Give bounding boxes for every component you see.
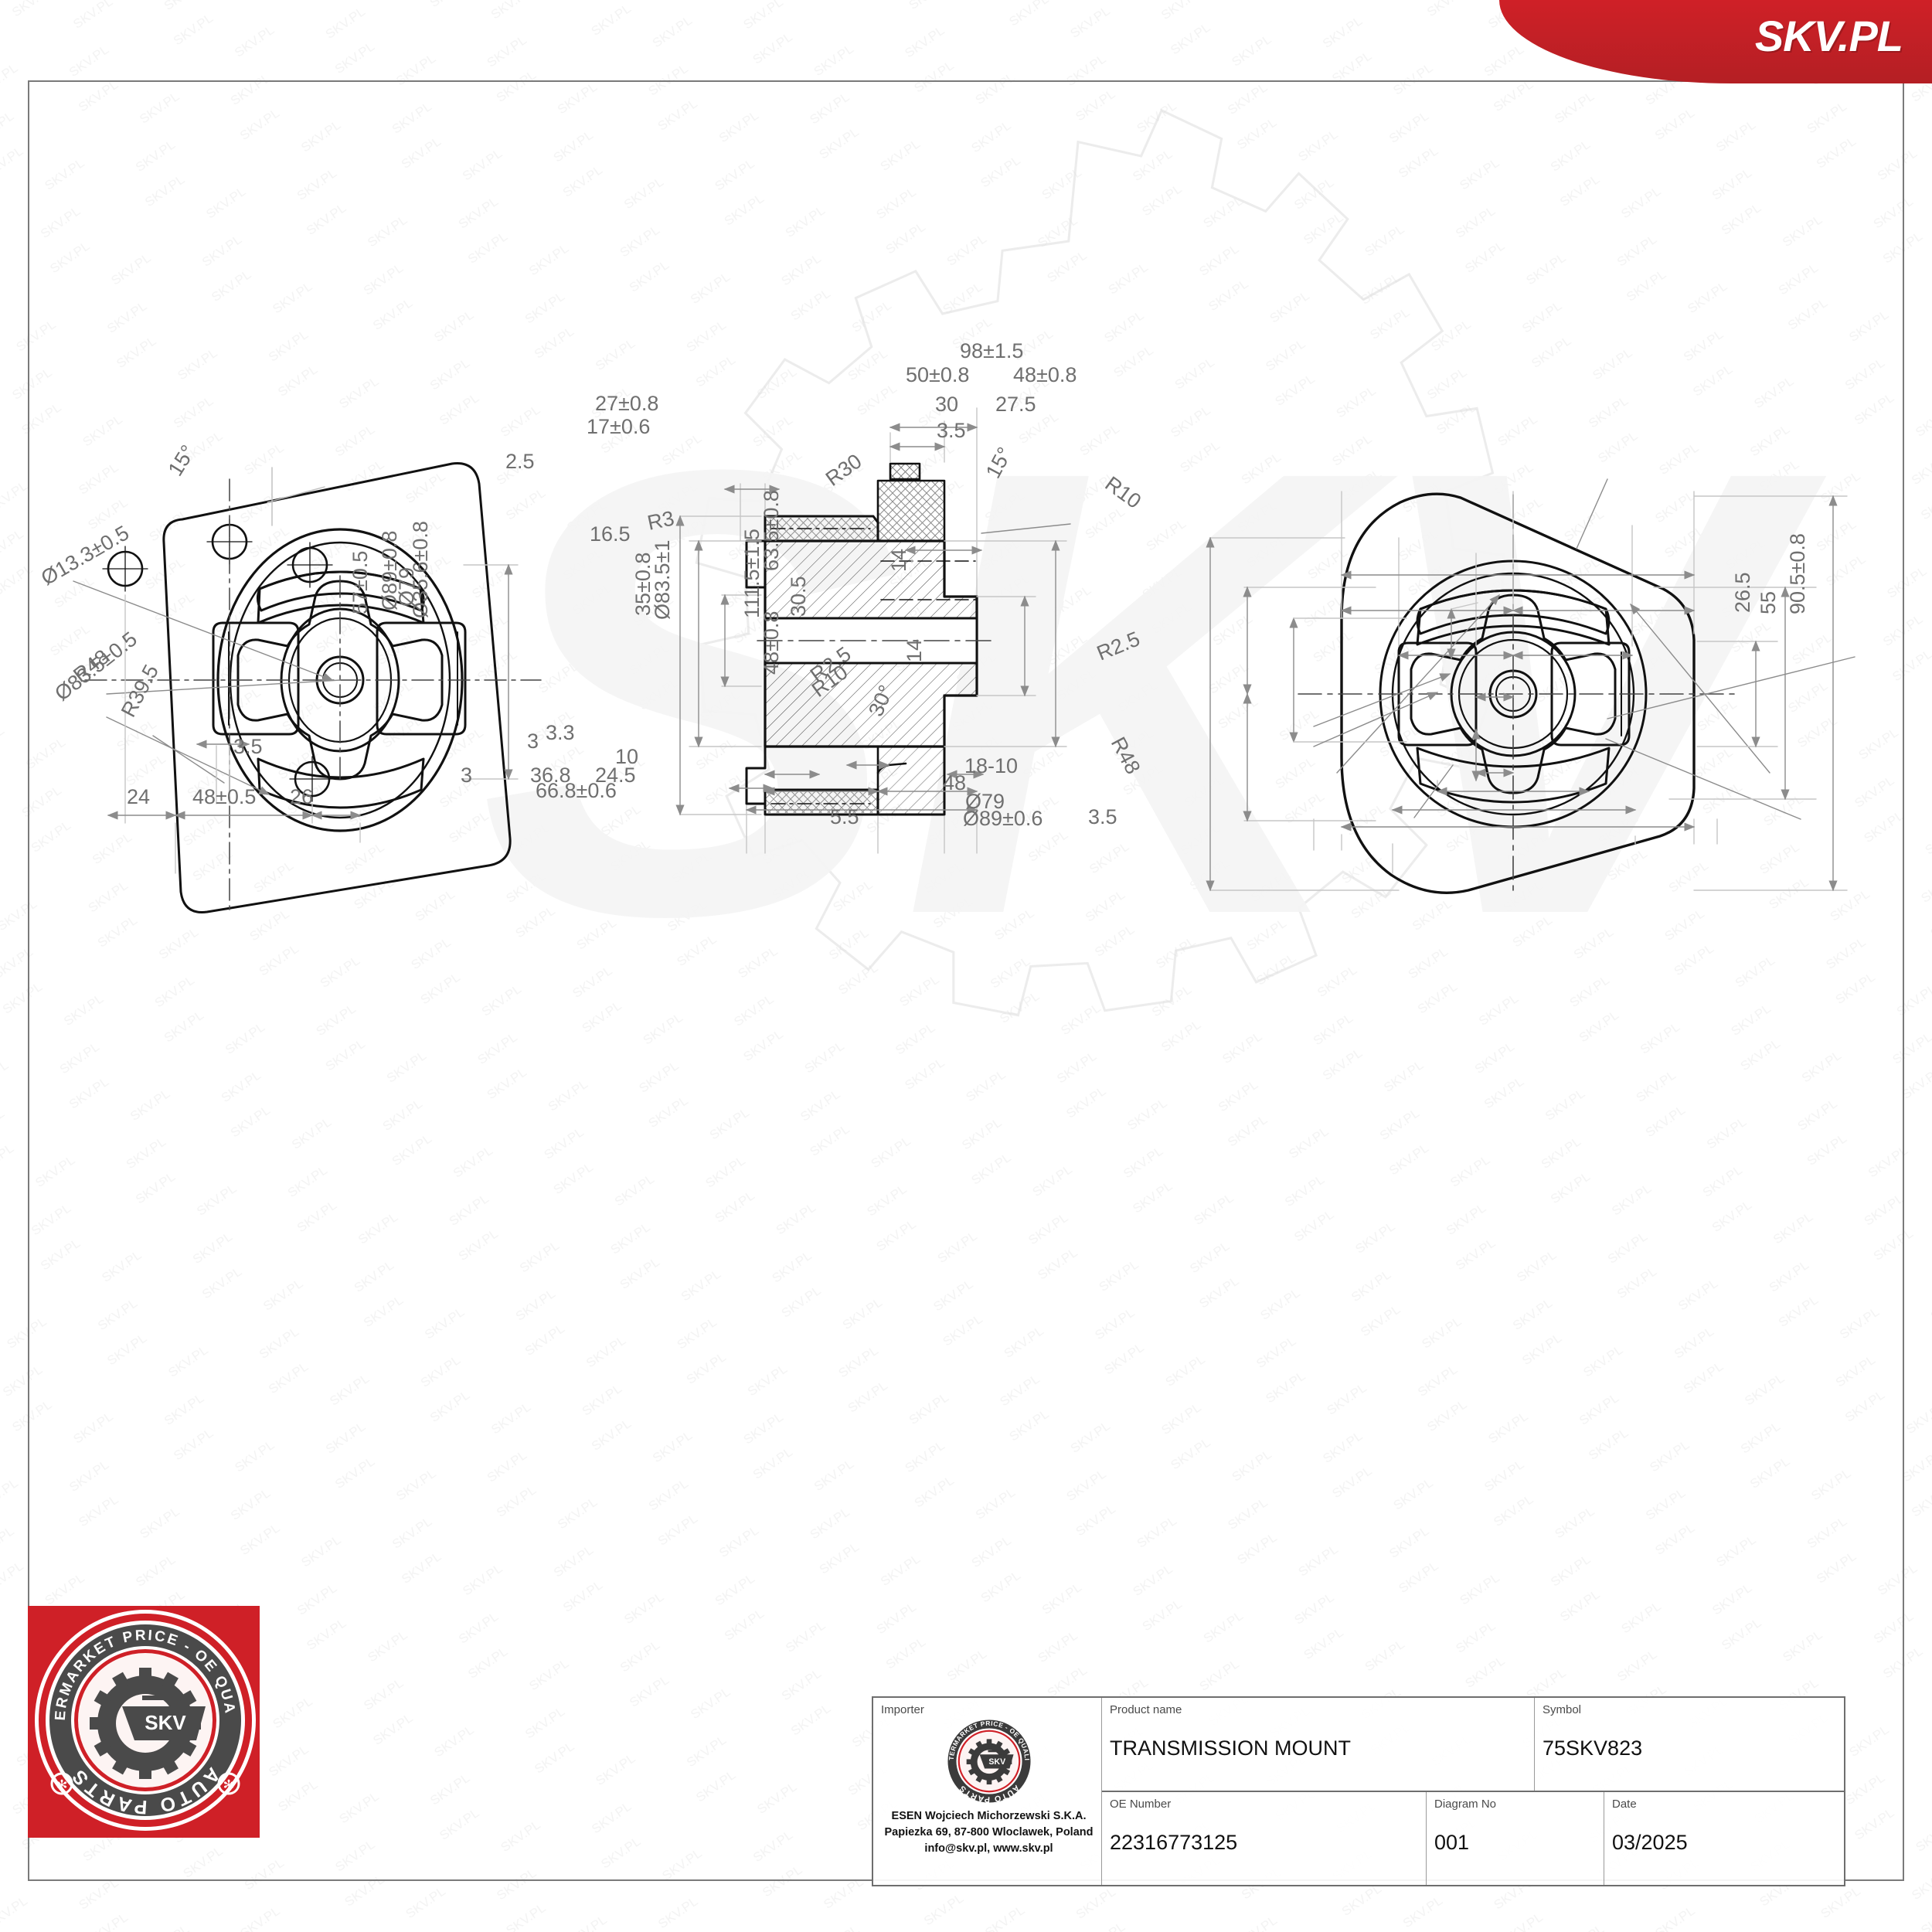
rear-view-dimension-label: Ø79 xyxy=(965,790,1005,813)
rear-view-dimension-label: 55 xyxy=(1757,591,1780,614)
title-block-importer-cell: Importer AFTERMARKET PRICE - OE QUALITY … xyxy=(873,1698,1102,1885)
title-block-fields: Product name TRANSMISSION MOUNT Symbol 7… xyxy=(1102,1698,1844,1885)
section-view-dimension-label: 16.5 xyxy=(590,522,631,546)
section-view-dimension-label: Ø83.5±1 xyxy=(651,540,674,620)
rear-view-dimensions xyxy=(1206,478,1855,892)
symbol-cell: Symbol 75SKV823 xyxy=(1535,1698,1844,1791)
rear-view-dimension-label: 50±0.8 xyxy=(906,363,969,386)
rear-view-dimension-label: 90.5±0.8 xyxy=(1786,533,1809,614)
rear-view-dimension-label: Ø89±0.6 xyxy=(963,807,1043,830)
section-view-dimension-label: R3 xyxy=(645,506,676,535)
symbol-label: Symbol xyxy=(1543,1703,1582,1716)
importer-name: ESEN Wojciech Michorzewski S.K.A. xyxy=(891,1809,1087,1822)
section-view-dimension-label: 2.5 xyxy=(505,450,535,473)
date-cell: Date 03/2025 xyxy=(1604,1792,1844,1885)
section-view-dimension-label: Ø89±0.8 xyxy=(378,531,401,611)
section-view-dimension-label: 10 xyxy=(615,745,638,768)
product-name-label: Product name xyxy=(1110,1703,1182,1716)
svg-text:SKV: SKV xyxy=(988,1757,1006,1767)
symbol-value: 75SKV823 xyxy=(1543,1736,1643,1760)
section-view-dimension-label: 17±0.6 xyxy=(587,415,650,438)
skv-quality-seal: AFTERMARKET PRICE - OE QUALITY AUTO PART… xyxy=(28,1606,260,1838)
front-view-dimensions xyxy=(73,467,519,874)
seal-graphic: AFTERMARKET PRICE - OE QUALITY AUTO PART… xyxy=(28,1606,256,1831)
front-view-dimension-label: 15° xyxy=(164,441,200,481)
rear-view-dimension-label: 98±1.5 xyxy=(960,339,1023,362)
section-view-dimensions xyxy=(675,407,1071,854)
skv-header-logo: SKV.PL xyxy=(1499,0,1932,83)
front-view-dimension-label: 3.5 xyxy=(233,735,263,758)
rear-view-dimension-label: 48±0.8 xyxy=(1013,363,1077,386)
rear-view-dimension-label: 48±0.8 xyxy=(760,611,783,675)
oe-number-label: OE Number xyxy=(1110,1798,1172,1811)
product-name-value: TRANSMISSION MOUNT xyxy=(1110,1736,1352,1760)
importer-contact: info@skv.pl, www.skv.pl xyxy=(924,1842,1053,1855)
rear-view-dimension-label: 30.5 xyxy=(787,576,810,617)
section-view-dimension-label: 3 xyxy=(527,730,539,753)
svg-text:✻: ✻ xyxy=(56,1777,67,1793)
front-view-dimension-label: Ø13.3±0.5 xyxy=(37,521,133,590)
frame-top xyxy=(28,80,1904,82)
front-view-dimension-label: 24 xyxy=(127,785,150,808)
rear-view-dimension-label: 30 xyxy=(935,393,958,416)
importer-label: Importer xyxy=(881,1703,924,1716)
importer-seal-icon: AFTERMARKET PRICE - OE QUALITY AUTO PART… xyxy=(947,1719,1031,1804)
title-block: Importer AFTERMARKET PRICE - OE QUALITY … xyxy=(872,1696,1845,1886)
rear-view-dimension-label: 5.5 xyxy=(830,805,859,828)
section-view-dimension-label: 24.5 xyxy=(595,764,636,787)
rear-view-dimension-label: 14 xyxy=(887,549,910,572)
svg-text:✻: ✻ xyxy=(223,1777,234,1793)
front-view-dimension-label: 57±0.5 xyxy=(349,551,372,614)
rear-view-dimension-label: 15° xyxy=(981,444,1017,482)
date-value: 03/2025 xyxy=(1612,1830,1688,1854)
rear-view-dimension-label: R48 xyxy=(1107,733,1145,778)
seal-gear-icon: SKV xyxy=(90,1668,206,1779)
oe-number-value: 22316773125 xyxy=(1110,1830,1238,1854)
seal-center-text: SKV xyxy=(145,1711,186,1734)
rear-view-dimension-label: 63.5±0.8 xyxy=(760,490,783,571)
rear-view-dimension-label: 27.5 xyxy=(995,393,1036,416)
section-view-dimension-label: 35±0.8 xyxy=(631,553,655,616)
rear-view-dimension-label: R30 xyxy=(821,449,866,490)
section-view xyxy=(745,462,998,816)
rear-view-dimension-label: 111.5±1.5 xyxy=(740,529,764,618)
importer-address: Papiezka 69, 87-800 Wloclawek, Poland xyxy=(884,1825,1094,1838)
rear-view-dimension-label: 18-10 xyxy=(964,754,1018,777)
rear-view-dimension-label: 14 xyxy=(903,639,926,662)
section-view-dimension-label: 27±0.8 xyxy=(595,392,658,415)
product-name-cell: Product name TRANSMISSION MOUNT xyxy=(1102,1698,1535,1791)
frame-right xyxy=(1903,80,1904,1881)
section-view-dimension-label: Ø79 xyxy=(395,567,418,607)
section-view-dimension-label: 3.3 xyxy=(546,721,575,744)
section-view-dimension-label: 3 xyxy=(461,764,472,787)
section-view-dimension-label: Ø35.6±0.8 xyxy=(409,521,432,618)
rear-view-dimension-label: R10 xyxy=(1100,472,1145,513)
front-view-dimension-label: 48±0.5 xyxy=(192,785,256,808)
rear-view-dimension-label: 48 xyxy=(943,771,966,794)
rear-view xyxy=(1298,492,1740,897)
oe-number-cell: OE Number 22316773125 xyxy=(1102,1792,1427,1885)
rear-view-dimension-label: 26.5 xyxy=(1731,572,1754,613)
title-block-row-bottom: OE Number 22316773125 Diagram No 001 Dat… xyxy=(1102,1792,1844,1885)
rear-view-dimension-label: 3.5 xyxy=(937,419,966,442)
title-block-row-top: Product name TRANSMISSION MOUNT Symbol 7… xyxy=(1102,1698,1844,1792)
diagram-no-value: 001 xyxy=(1434,1830,1470,1854)
diagram-no-label: Diagram No xyxy=(1434,1798,1497,1811)
front-view xyxy=(84,462,542,913)
diagram-no-cell: Diagram No 001 xyxy=(1427,1792,1604,1885)
section-view-dimension-label: 36.8 xyxy=(530,764,571,787)
front-view-dimension-label: 26 xyxy=(290,785,313,808)
section-view-dimension-label: 66.8±0.6 xyxy=(536,779,617,802)
rear-view-dimension-label: R2.5 xyxy=(1094,627,1143,665)
rear-view-dimension-label: 3.5 xyxy=(1088,805,1117,828)
frame-left xyxy=(28,80,29,1881)
header-logo-text: SKV.PL xyxy=(1754,12,1903,60)
date-label: Date xyxy=(1612,1798,1637,1811)
